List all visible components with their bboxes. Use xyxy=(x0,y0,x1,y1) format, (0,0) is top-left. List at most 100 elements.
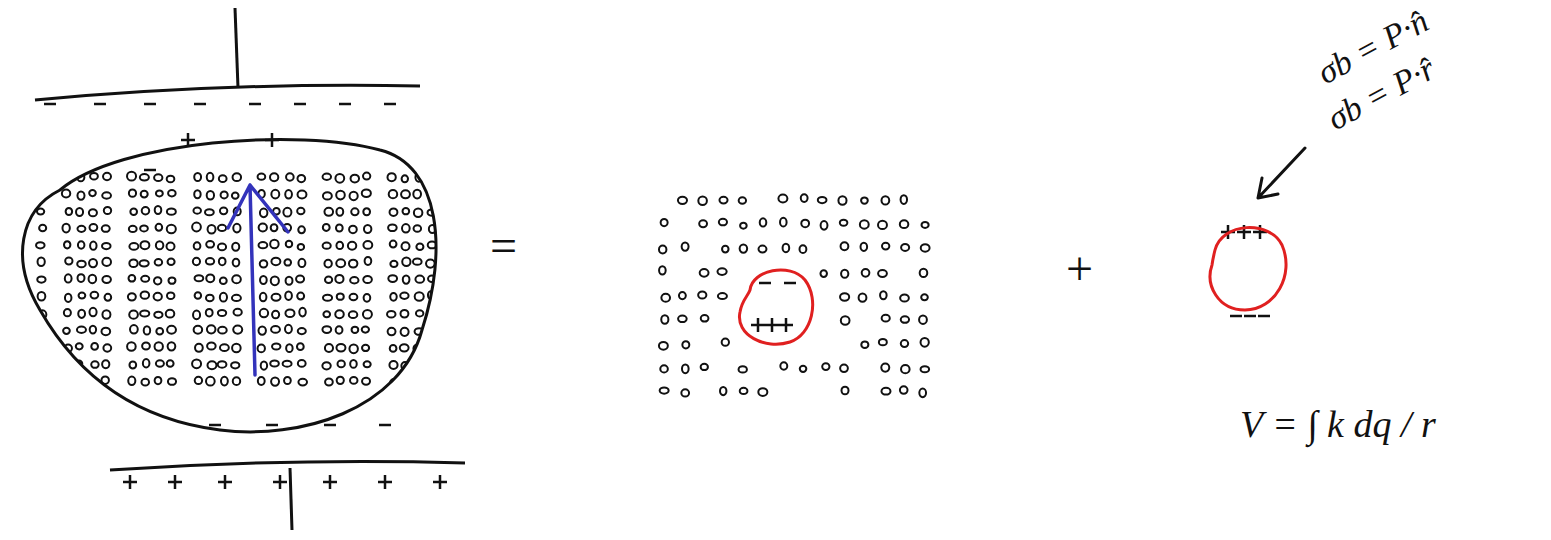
molecule xyxy=(231,362,239,368)
molecule xyxy=(800,245,807,253)
positive-charge xyxy=(433,475,447,489)
molecule xyxy=(818,197,827,203)
molecule xyxy=(740,223,747,229)
molecule xyxy=(678,197,687,204)
molecule xyxy=(218,361,227,368)
negative-charge xyxy=(1244,315,1256,318)
molecule xyxy=(195,292,201,299)
molecule xyxy=(156,360,164,367)
molecule xyxy=(758,388,767,396)
molecule xyxy=(402,175,408,182)
molecule xyxy=(63,328,70,334)
molecule xyxy=(140,241,149,249)
molecule xyxy=(89,209,97,216)
molecule xyxy=(90,326,96,334)
positive-charge xyxy=(168,475,182,489)
molecule xyxy=(660,388,669,394)
negative-charge xyxy=(44,103,56,106)
molecule xyxy=(389,190,398,198)
molecule xyxy=(400,344,409,351)
molecule xyxy=(285,190,292,199)
molecule xyxy=(156,328,163,335)
molecule xyxy=(232,275,241,283)
molecule xyxy=(218,327,227,334)
molecule xyxy=(258,326,265,334)
molecule xyxy=(233,259,240,267)
molecule xyxy=(104,207,111,214)
molecule xyxy=(193,258,200,265)
molecule xyxy=(390,241,397,248)
negative-charge xyxy=(759,282,771,285)
molecule xyxy=(78,274,85,282)
molecule xyxy=(681,389,689,396)
molecule xyxy=(338,360,345,367)
molecule xyxy=(232,193,239,199)
molecule xyxy=(402,224,410,232)
molecule xyxy=(362,345,369,351)
molecule xyxy=(363,173,370,180)
molecule xyxy=(298,244,304,250)
molecule xyxy=(362,378,370,385)
molecule xyxy=(297,175,305,182)
negative-charge xyxy=(249,103,261,106)
molecule xyxy=(91,343,98,350)
molecule xyxy=(701,315,709,322)
molecule xyxy=(90,224,98,231)
sphere-outline xyxy=(1210,228,1286,310)
molecule xyxy=(233,224,240,233)
molecule xyxy=(127,172,136,181)
molecule xyxy=(260,209,267,218)
molecule xyxy=(740,244,748,252)
negative-charge xyxy=(784,282,796,285)
molecule xyxy=(324,208,333,216)
molecule xyxy=(129,275,136,282)
molecule xyxy=(336,208,343,216)
positive-charge xyxy=(765,318,779,332)
molecule xyxy=(919,315,927,323)
molecule xyxy=(362,189,371,197)
molecule xyxy=(413,190,421,199)
molecule xyxy=(901,365,910,373)
molecule xyxy=(679,292,686,299)
molecule xyxy=(297,208,304,214)
molecule xyxy=(64,241,70,248)
negative-charge xyxy=(1258,315,1270,318)
molecule xyxy=(336,224,343,231)
molecule xyxy=(401,362,408,370)
molecule xyxy=(140,260,149,266)
molecule xyxy=(206,241,214,248)
plus-sign: + xyxy=(1066,245,1093,293)
molecule xyxy=(403,276,410,284)
molecule xyxy=(820,270,826,277)
molecule xyxy=(349,344,357,353)
molecule xyxy=(128,293,136,300)
equals-sign: = xyxy=(490,222,517,270)
molecule xyxy=(105,294,112,301)
molecule xyxy=(352,327,359,333)
molecule xyxy=(840,220,848,226)
molecule xyxy=(862,269,870,277)
molecule xyxy=(722,246,729,253)
molecule xyxy=(921,366,930,372)
molecule xyxy=(155,377,162,384)
molecule xyxy=(233,326,242,334)
molecule xyxy=(659,266,666,274)
molecule xyxy=(919,389,926,398)
positive-charge xyxy=(273,475,287,489)
dielectric-outline xyxy=(23,139,436,431)
negative-charge xyxy=(144,103,156,106)
molecule xyxy=(350,377,357,384)
molecule xyxy=(323,295,332,301)
molecule xyxy=(192,223,201,232)
molecule xyxy=(168,342,176,350)
molecule xyxy=(168,277,175,283)
molecule xyxy=(270,240,278,248)
molecule xyxy=(415,173,422,182)
molecule xyxy=(363,241,372,249)
molecule xyxy=(218,244,226,251)
molecule xyxy=(414,208,423,217)
molecule xyxy=(718,293,727,299)
molecule xyxy=(194,190,200,198)
molecule xyxy=(39,343,47,351)
